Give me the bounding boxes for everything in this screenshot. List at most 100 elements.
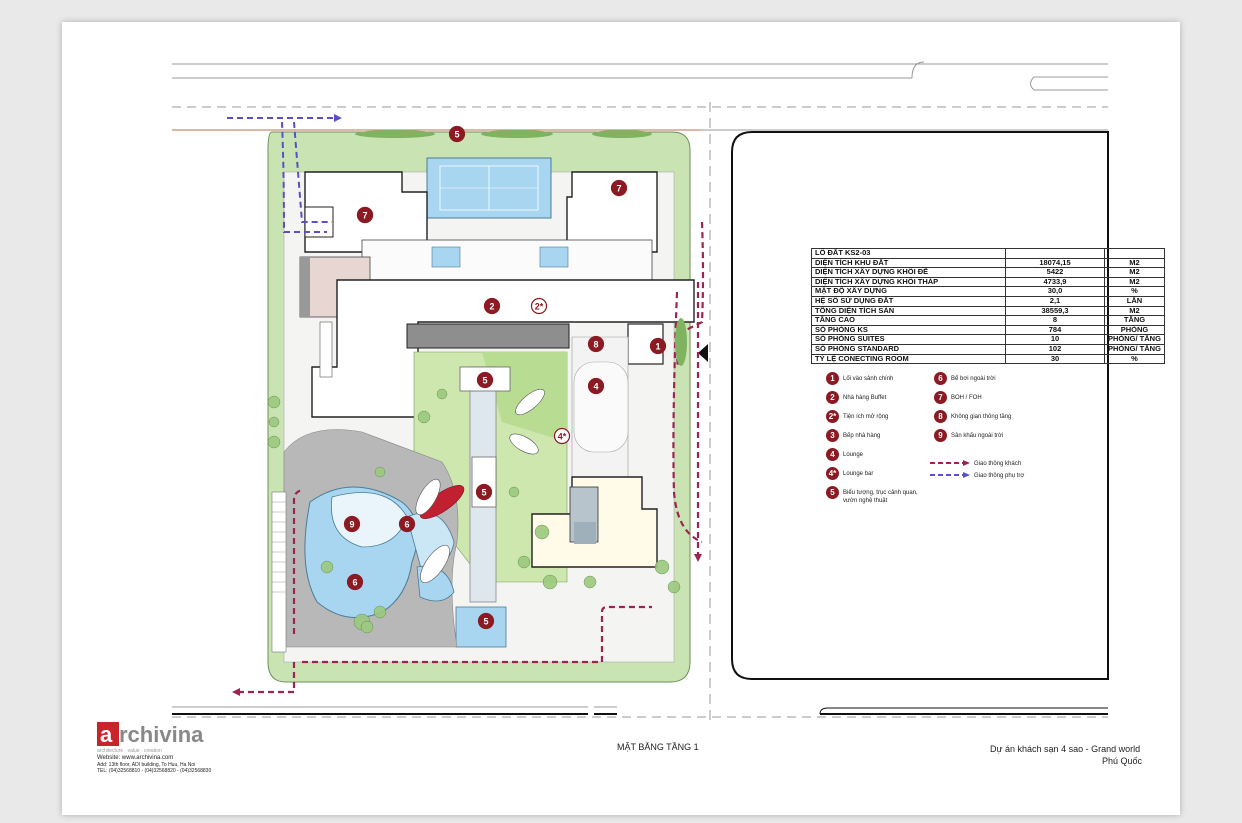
site-table-unit: TẦNG — [1104, 315, 1165, 326]
site-table-row: LÔ ĐẤT KS2-03 — [811, 248, 1165, 259]
legend-label: Bếp nhà hàng — [843, 433, 881, 439]
site-table-value — [1005, 248, 1105, 259]
legend-label: Lối vào sảnh chính — [843, 376, 894, 382]
legend-label: Tiện ích mở rộng — [843, 414, 889, 420]
archivina-logo: a rchivina — [97, 722, 204, 747]
plan-marker-label: 2* — [535, 302, 544, 312]
plan-marker-label: 1 — [655, 342, 660, 352]
legend-label: Sân khấu ngoài trời — [951, 433, 1004, 439]
logo-website: Website: www.archivina.com — [97, 755, 174, 761]
plan-marker-label: 5 — [482, 376, 487, 386]
site-table-unit: LẦN — [1104, 295, 1165, 307]
legend-line-guest: Giao thông khách — [930, 460, 1054, 468]
site-table-value: 102 — [1005, 343, 1105, 355]
legend-marker: 6 — [934, 372, 947, 385]
legend-label: Biểu tượng, trục cảnh quan, vườn nghệ th… — [843, 490, 918, 504]
plan-marker-label: 6 — [352, 578, 357, 588]
plan-marker: 1 — [649, 337, 667, 355]
neighbor-lot — [731, 131, 1109, 680]
site-table-value: 30 — [1005, 353, 1105, 365]
legend-item: 8 Không gian thông tầng — [934, 410, 1031, 423]
legend-item: 3 Bếp nhà hàng — [826, 429, 923, 442]
site-table-label: HỆ SỐ SỬ DỤNG ĐẤT — [811, 295, 1006, 307]
site-table-unit: % — [1104, 353, 1165, 365]
legend-marker: 5 — [826, 486, 839, 499]
legend-item: 1 Lối vào sảnh chính — [826, 372, 923, 385]
legend-label: Lounge bar — [843, 471, 874, 477]
trees — [267, 388, 681, 634]
logo-tel: TEL: (04)32568810 - (04)32568820 - (04)3… — [97, 768, 212, 774]
legend-marker: 2* — [826, 410, 839, 423]
site-table-label: DIỆN TÍCH XÂY DỰNG KHỐI ĐẾ — [811, 267, 1006, 278]
plan-marker: 5 — [475, 483, 493, 501]
plan-marker-label: 5 — [483, 617, 488, 627]
legend-label: Lounge — [843, 452, 864, 458]
plan-marker-label: 7 — [362, 211, 367, 221]
plan-marker: 8 — [587, 335, 605, 353]
site-table-label: SỐ PHÒNG SUITES — [811, 334, 1006, 345]
plan-marker: 4* — [553, 427, 571, 445]
legend-label: BOH / FOH — [951, 395, 982, 401]
plan-marker: 9 — [343, 515, 361, 533]
legend-item: 4 Lounge — [826, 448, 923, 461]
legend-marker: 4* — [826, 467, 839, 480]
drawing-title: MẶT BẰNG TẦNG 1 — [617, 742, 699, 752]
plan-marker-label: 2 — [489, 302, 494, 312]
legend-line-label: Giao thông khách — [974, 461, 1022, 467]
site-table-label: TẦNG CAO — [811, 315, 1006, 326]
legend-label: Không gian thông tầng — [951, 414, 1012, 420]
legend-marker: 3 — [826, 429, 839, 442]
legend-marker: 4 — [826, 448, 839, 461]
site-table-label: SỐ PHÒNG STANDARD — [811, 343, 1006, 355]
site-table-label: TỶ LỆ CONECTING ROOM — [811, 353, 1006, 365]
svg-text:rchivina: rchivina — [119, 722, 204, 747]
legend-item: 2* Tiện ích mở rộng — [826, 410, 923, 423]
site-table-value: 10 — [1005, 334, 1105, 345]
plan-marker-label: 9 — [349, 520, 354, 530]
plan-marker-label: 8 — [593, 340, 598, 350]
plan-marker: 7 — [356, 206, 374, 224]
site-table-unit: M2 — [1104, 267, 1165, 278]
project-name: Dự án khách sạn 4 sao - Grand world — [990, 744, 1141, 754]
svg-text:a: a — [100, 722, 113, 747]
site-table-unit: PHÒNG/ TẦNG — [1104, 334, 1165, 345]
road-lines — [172, 61, 1108, 722]
plan-marker: 5 — [476, 371, 494, 389]
site-table-value: 8 — [1005, 315, 1105, 326]
plan-marker-label: 4* — [558, 432, 567, 442]
plan-marker-label: 5 — [481, 488, 486, 498]
plan-marker-label: 5 — [454, 130, 459, 140]
legend-marker: 7 — [934, 391, 947, 404]
plan-marker: 4 — [587, 377, 605, 395]
service-traffic-paths — [227, 117, 337, 233]
site-table-unit — [1104, 248, 1165, 259]
legend-item: 5 Biểu tượng, trục cảnh quan, vườn nghệ t… — [826, 486, 923, 505]
legend-marker: 1 — [826, 372, 839, 385]
legend-line-label: Giao thông phụ trợ — [974, 473, 1025, 479]
legend-label: Bể bơi ngoài trời — [951, 376, 996, 382]
plan-marker: 5 — [448, 125, 466, 143]
project-location: Phú Quốc — [1102, 756, 1143, 766]
legend-item: 4* Lounge bar — [826, 467, 923, 480]
logo-tagline: architecture · value · creation — [97, 748, 162, 754]
plan-marker: 6 — [346, 573, 364, 591]
plan-marker: 2* — [530, 297, 548, 315]
site-table-label: LÔ ĐẤT KS2-03 — [811, 248, 1006, 259]
service-traffic-icon — [930, 472, 970, 478]
legend-marker: 8 — [934, 410, 947, 423]
plan-marker-label: 4 — [593, 382, 598, 392]
entrance-arrow-icon — [698, 344, 708, 362]
